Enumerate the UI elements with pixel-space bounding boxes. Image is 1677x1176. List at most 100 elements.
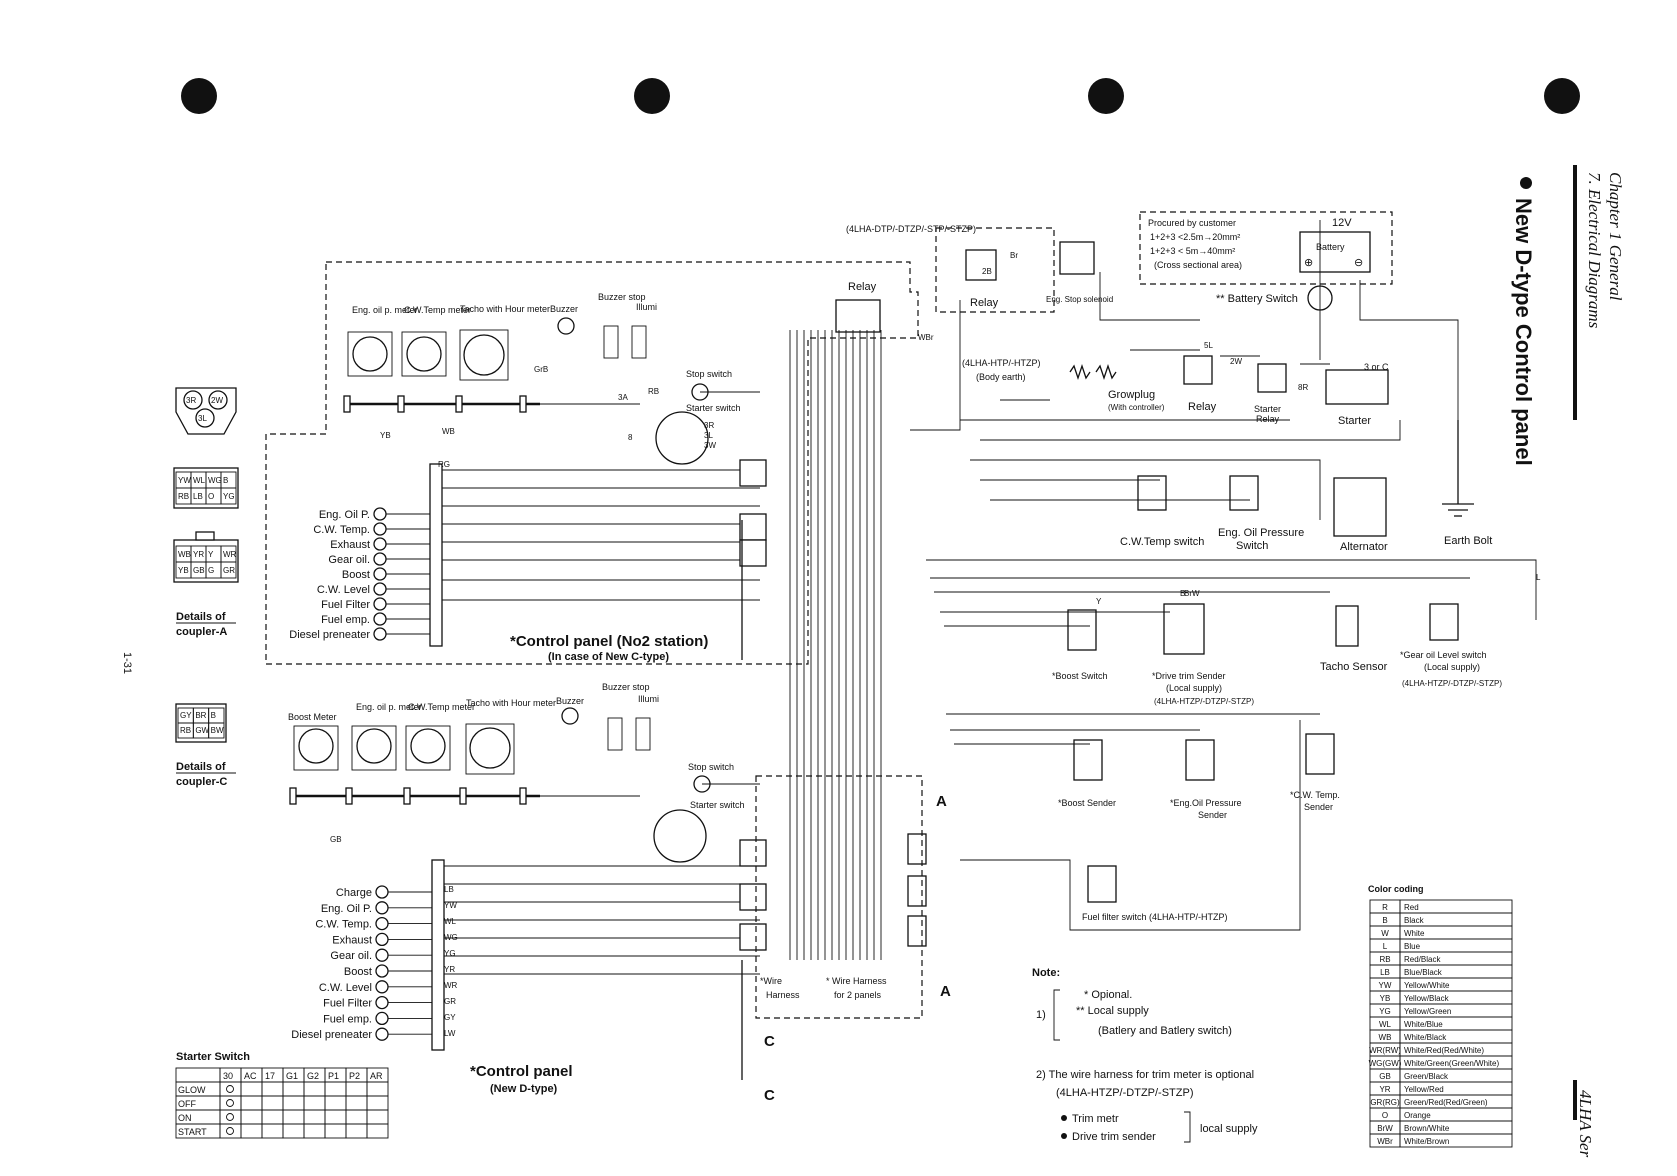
starter-relay-icon [1257,363,1287,393]
pin-label: GY [180,711,192,720]
bottom-control-panel: Boost Meter Eng. oil p. meter C.W.Temp m… [288,682,745,1095]
marker-c-upper: C [764,1033,775,1050]
wire-code-label: 2B [982,267,992,276]
pin-3l [195,408,215,428]
wire-code-label: Y [1096,597,1102,606]
pin-label: 3R [186,396,196,405]
connector-cap [403,787,411,805]
drive-trim-label: (Local supply) [1166,683,1222,693]
wire-code-label: YB [380,431,391,440]
oil-pressure-sender-icon [1185,739,1215,781]
starter-switch-icon [653,809,707,863]
warning-lamp-label: Eng. Oil P. [319,509,370,521]
wire-code-label: GR [444,997,456,1006]
color-code: YG [1379,1007,1391,1016]
connector-cap [455,395,463,413]
wire-code-label: YG [444,949,456,958]
note1-c: (Batlery and Batlery switch) [1098,1025,1232,1037]
pin-label: G [208,566,214,575]
tacho-sensor-label: Tacho Sensor [1320,661,1388,673]
punch-hole [181,78,217,114]
color-name: Yellow/Red [1404,1085,1444,1094]
color-code: YB [1380,994,1391,1003]
battery-icon [1299,231,1371,273]
color-name: Yellow/Black [1404,994,1450,1003]
punch-hole [1088,78,1124,114]
harness2-label-2: for 2 panels [834,990,882,1000]
table-column-header: 30 [223,1071,233,1081]
warning-lamp-label: Fuel emp. [321,614,370,626]
connector-cap [519,395,527,413]
bottom-panel-caption: *Control panel [470,1063,573,1080]
oil-switch-label: Eng. Oil Pressure [1218,527,1304,539]
starter-table-title: Starter Switch [176,1051,250,1063]
color-name: Green/Red(Red/Green) [1404,1098,1488,1107]
gauge-label: C.W.Temp meter [408,702,475,712]
cw-temp-sender-label: Sender [1304,802,1333,812]
battery-note: 1+2+3 <2.5m→20mm² [1150,232,1240,242]
table-row-label: GLOW [178,1085,206,1095]
wire-code-label: WG [444,933,458,942]
fuel-filter-switch-icon [1087,865,1117,903]
temp-gauge-icon [406,336,442,372]
pin-label: RB [178,492,189,501]
contact-icon [226,1113,234,1121]
warning-lamp-label: Fuel Filter [323,998,372,1010]
gear-oil-switch-icon [1429,603,1459,641]
pin-label: YG [223,492,235,501]
series-label: 4LHA Ser [1576,1090,1595,1158]
color-code: WBr [1377,1137,1393,1146]
model-body-earth: (4LHA-HTP/-HTZP) [962,358,1041,368]
wire-code-label: 3W [704,441,716,450]
wire-code-label: BrW [1184,589,1200,598]
warning-lamp-icon [375,995,389,1010]
color-name: White [1404,929,1425,938]
connector-cap [397,395,405,413]
pin-3r [183,390,203,410]
svg-text:⊖: ⊖ [1354,257,1363,269]
trim-meter-label: Trim metr [1072,1113,1119,1125]
page-title: New D-type Control panel [1511,198,1536,466]
growplug-icon [1069,363,1091,381]
color-code: LB [1380,968,1390,977]
pin-label: GW [195,726,209,735]
three-or-c-label: 3 or C [1364,362,1389,372]
color-name: Red [1404,903,1419,912]
harness-outline [755,775,923,1019]
gauge-label: C.W.Temp meter [404,305,471,315]
harness-label-1: *Wire [760,976,782,986]
warning-lamp-icon [373,567,387,581]
boost-sender-icon [1073,739,1103,781]
engine-relay-label: Relay [970,297,999,309]
harness-label-2: Harness [766,990,800,1000]
contact-icon [226,1127,234,1135]
drive-trim-label: *Drive trim Sender [1152,671,1226,681]
color-code: RB [1379,955,1390,964]
wire-code-label: WB [442,427,455,436]
relay-solenoid-outline [935,227,1055,313]
battery-box-outline [1139,211,1393,285]
boost-sender-label: *Boost Sender [1058,798,1116,808]
warning-lamp-label: Fuel emp. [323,1013,372,1025]
bottom-gauges: Boost Meter Eng. oil p. meter C.W.Temp m… [288,682,659,775]
section-label: 7. Electrical Diagrams [1585,172,1604,329]
warning-lamp-label: Exhaust [332,934,372,946]
gauge-label: Eng. oil p. meter [352,305,418,315]
notes-heading: Note: [1032,967,1060,979]
warning-lamp-label: Diesel preneater [291,1029,372,1041]
warning-lamp-icon [373,627,387,641]
drive-trim-sender-icon [1163,603,1205,655]
gauge-label: Illumi [638,694,659,704]
pin-cell [208,722,225,739]
wire-code-label: 2W [1230,357,1242,366]
trim-sender-label: Drive trim sender [1072,1131,1156,1143]
bottom-panel-subcaption: (New D-type) [490,1083,558,1095]
oil-switch-label: Switch [1236,540,1268,552]
pin-2w [208,390,228,410]
table-column-header: AC [244,1071,257,1081]
